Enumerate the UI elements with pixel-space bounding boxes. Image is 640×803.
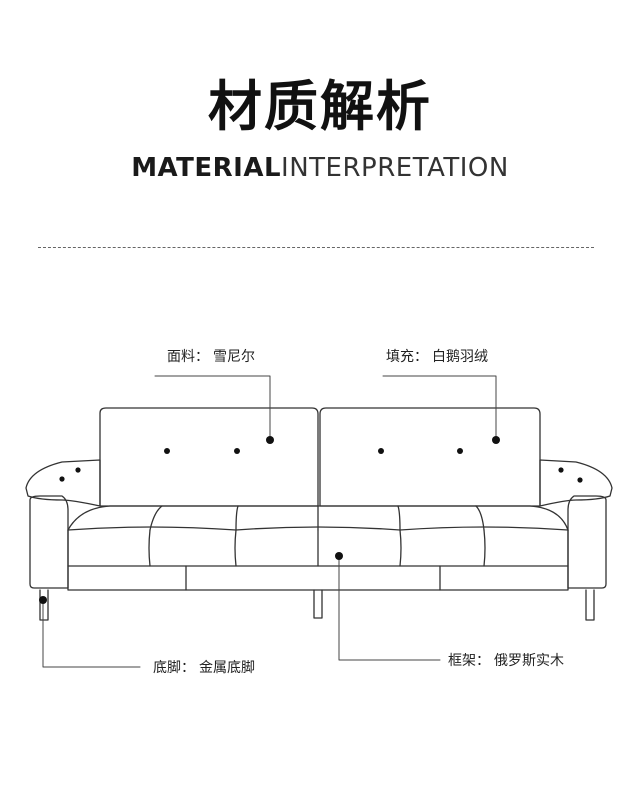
fabric-name: 面料： (167, 349, 209, 365)
right-arm-top (539, 459, 613, 507)
left-arm-side (29, 495, 69, 589)
foot-right (585, 589, 595, 621)
filling-name: 填充： (386, 349, 428, 365)
dashed-divider (38, 247, 594, 248)
left-arm-top (25, 459, 101, 507)
feet-name: 底脚： (153, 660, 195, 676)
foot-center (313, 589, 323, 619)
feet-label: 底脚：金属底脚 (153, 657, 255, 677)
filling-label: 填充：白鹅羽绒 (386, 346, 488, 366)
filling-value: 白鹅羽绒 (432, 349, 488, 365)
fabric-value: 雪尼尔 (213, 349, 255, 365)
back-cushion-left (99, 407, 319, 507)
callout-dots (39, 436, 500, 604)
feet-value: 金属底脚 (199, 660, 255, 676)
tufting-buttons (59, 448, 583, 483)
right-arm-side (567, 495, 607, 589)
frame-value: 俄罗斯实木 (494, 653, 564, 669)
frame-name: 框架： (448, 653, 490, 669)
page-title: 材质解析 (208, 75, 432, 138)
fabric-label: 面料：雪尼尔 (167, 346, 255, 366)
back-cushion-right (319, 407, 541, 507)
subtitle-light: INTERPRETATION (281, 153, 509, 183)
page-subtitle: MATERIALINTERPRETATION (0, 153, 640, 183)
callout-lines (42, 375, 497, 668)
subtitle-bold: MATERIAL (131, 153, 282, 183)
seat-top (67, 505, 569, 531)
foot-left (39, 589, 49, 621)
sofa-base (67, 565, 569, 591)
frame-label: 框架：俄罗斯实木 (448, 650, 564, 670)
